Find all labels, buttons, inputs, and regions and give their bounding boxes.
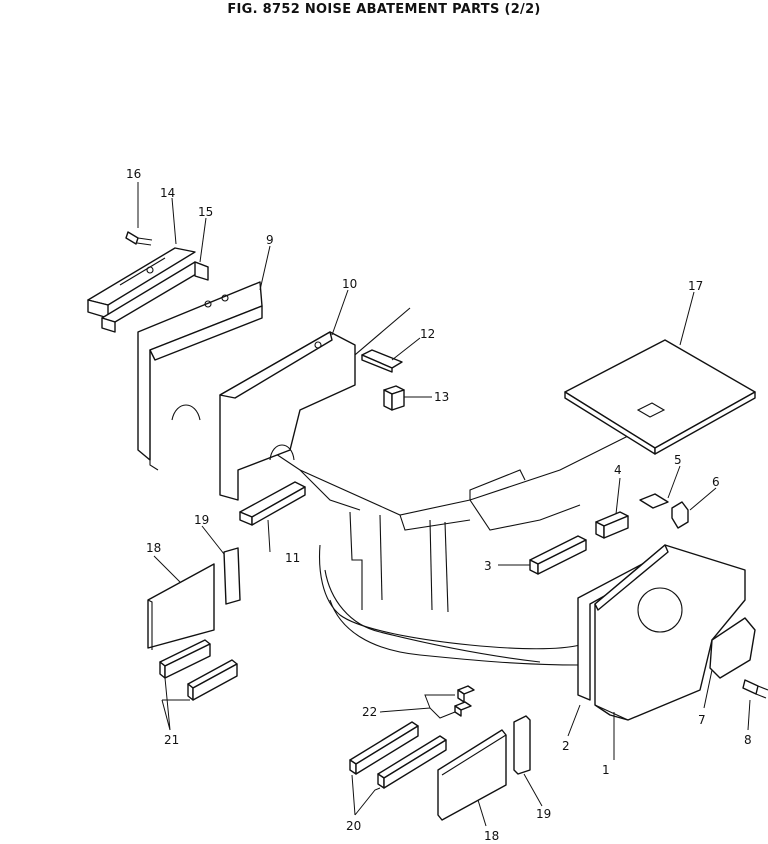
part-18-sheet-bottom [437,729,507,821]
part-17-sheet [564,339,756,455]
part-7-cover [709,617,756,679]
callout-5: 5 [674,453,682,467]
callout-18-bottom: 18 [484,829,499,843]
callout-17: 17 [688,279,703,293]
callout-19-bottom: 19 [536,807,551,821]
leader-lines [137,182,751,827]
callout-10: 10 [342,277,357,291]
callout-8: 8 [744,733,752,747]
callout-22: 22 [362,705,377,719]
part-19-strip-left [223,547,241,605]
figure-title: FIG. 8752 NOISE ABATEMENT PARTS (2/2) [227,2,541,17]
callout-12: 12 [420,327,435,341]
callout-7: 7 [698,713,706,727]
part-21-blocks [159,639,238,701]
part-8-bolt [742,679,768,699]
part-12-plate [361,349,403,373]
part-6-bracket [671,501,689,529]
part-13-block [383,385,405,411]
callout-6: 6 [712,475,720,489]
callout-14: 14 [160,186,175,200]
part-3-block [529,535,587,575]
part-9-panel [137,281,263,471]
part-18-sheet-left [147,563,215,650]
callout-21: 21 [164,733,179,747]
callout-20: 20 [346,819,361,833]
part-15-cover [101,261,209,333]
callout-2: 2 [562,739,570,753]
part-11-block [239,481,306,526]
part-16-bolt [125,231,153,246]
callout-18-left: 18 [146,541,161,555]
callout-1: 1 [602,763,610,777]
part-14-cover [87,247,196,319]
callout-11: 11 [285,551,300,565]
callout-9: 9 [266,233,274,247]
callout-labels: 1 2 3 4 5 6 7 8 11 12 13 14 15 16 17 9 1… [126,167,752,843]
part-22-blocks [454,685,475,717]
part-1-panel [594,544,746,721]
callout-15: 15 [198,205,213,219]
part-5-plate [639,493,669,509]
callout-19-left: 19 [194,513,209,527]
part-4-block [595,511,629,539]
callout-4: 4 [614,463,622,477]
part-19-strip-bottom [513,715,531,775]
callout-3: 3 [484,559,492,573]
callout-16: 16 [126,167,141,181]
part-20-blocks [349,721,447,789]
callout-13: 13 [434,390,449,404]
part-10-panel [219,331,356,501]
